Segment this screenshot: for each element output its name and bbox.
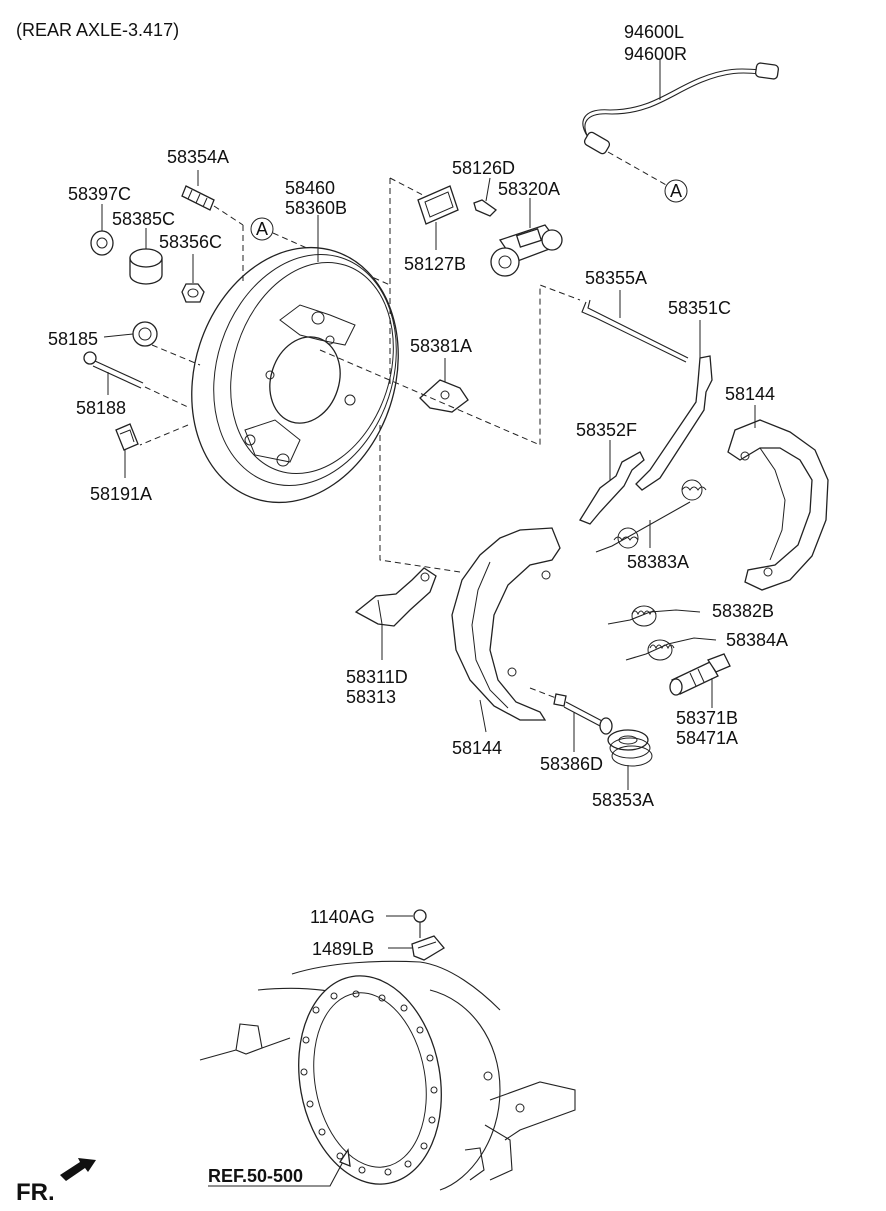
label-58397C: 58397C: [68, 184, 131, 204]
backing-plate-58360B: [191, 246, 399, 504]
dash-58188: [144, 386, 191, 409]
label-58385C: 58385C: [112, 209, 175, 229]
front-direction-indicator: FR.: [16, 1158, 96, 1206]
ref-callout: REF.50-500: [208, 1148, 351, 1187]
label-58144-top: 58144: [725, 384, 775, 404]
axle-housing: [199, 960, 576, 1191]
leader-58185: [103, 333, 134, 338]
label-58313: 58313: [346, 687, 396, 707]
pin-58188: [83, 351, 144, 389]
label-58460: 58460: [285, 178, 335, 198]
label-58353A: 58353A: [592, 790, 654, 810]
label-58144-bottom: 58144: [452, 738, 502, 758]
label-1489LB: 1489LB: [312, 939, 374, 959]
label-94600L: 94600L: [624, 22, 684, 42]
bracket-58381A: [419, 379, 469, 413]
wheel-cylinder-58320A: [490, 224, 563, 277]
plug-58185: [132, 321, 158, 347]
bolt-1140AG: [413, 909, 427, 938]
lever-58311D: [354, 567, 437, 627]
bolt-58354A: [181, 185, 215, 211]
label-58356C: 58356C: [159, 232, 222, 252]
dash-58381A: [319, 284, 581, 446]
front-arrow-icon: [60, 1158, 96, 1181]
callout-a-left: A: [250, 217, 274, 241]
clip-58191A: [115, 423, 139, 451]
leader-58144-bottom: [479, 699, 487, 733]
label-58320A: 58320A: [498, 179, 560, 199]
callout-a-right: A: [664, 179, 688, 203]
spring-cup-58353A: [607, 729, 653, 767]
ref-label: REF.50-500: [208, 1166, 303, 1186]
nut-58397C: [90, 230, 114, 256]
brake-shoe-58144-top: [727, 419, 829, 591]
label-58383A: 58383A: [627, 552, 689, 572]
bushing-58385C: [129, 248, 163, 285]
label-58354A: 58354A: [167, 147, 229, 167]
wheel-speed-sensor-94600: [582, 62, 779, 187]
bleeder-screw-58126D: [473, 199, 498, 217]
fr-label: FR.: [16, 1179, 55, 1206]
label-58471A: 58471A: [676, 728, 738, 748]
label-58384A: 58384A: [726, 630, 788, 650]
leader-58126D: [485, 177, 491, 202]
label-58127B: 58127B: [404, 254, 466, 274]
assembly-boundary-dashes: [139, 177, 461, 573]
label-58185: 58185: [48, 329, 98, 349]
clip-1489LB: [411, 935, 445, 961]
label-58126D: 58126D: [452, 158, 515, 178]
callout-a-right-letter: A: [670, 181, 682, 201]
label-58386D: 58386D: [540, 754, 603, 774]
parking-lever-58351C: [635, 355, 713, 491]
label-58191A: 58191A: [90, 484, 152, 504]
label-58352F: 58352F: [576, 420, 637, 440]
callout-a-left-letter: A: [256, 219, 268, 239]
label-58382B: 58382B: [712, 601, 774, 621]
dash-58354A: [213, 205, 244, 226]
washer-58356C: [181, 283, 205, 303]
strut-rod-58355A: [581, 299, 689, 363]
label-58355A: 58355A: [585, 268, 647, 288]
gasket-58127B: [417, 185, 459, 225]
brake-shoe-58144-bottom: [451, 527, 561, 721]
spring-58383A: [595, 479, 707, 553]
label-58351C: 58351C: [668, 298, 731, 318]
spring-58382B: [607, 605, 701, 627]
adjuster-58371B: [669, 653, 731, 696]
adjuster-plate-58352F: [579, 451, 645, 525]
label-58188: 58188: [76, 398, 126, 418]
spring-58384A: [625, 637, 717, 661]
label-94600R: 94600R: [624, 44, 687, 64]
diagram-title: (REAR AXLE-3.417): [16, 20, 179, 40]
label-58381A: 58381A: [410, 336, 472, 356]
dash-58185: [151, 344, 201, 366]
label-58360B: 58360B: [285, 198, 347, 218]
label-58311D: 58311D: [346, 667, 408, 687]
pin-58386D: [529, 687, 613, 735]
label-58371B: 58371B: [676, 708, 738, 728]
label-1140AG: 1140AG: [310, 907, 375, 927]
